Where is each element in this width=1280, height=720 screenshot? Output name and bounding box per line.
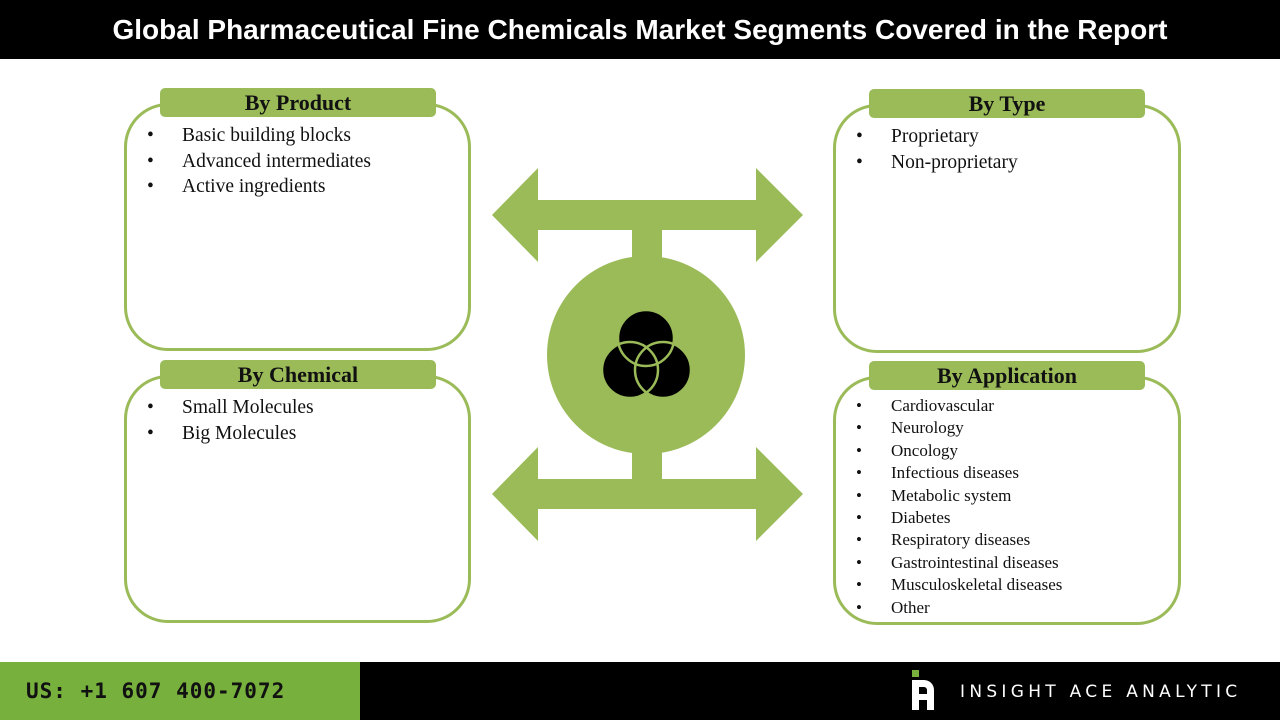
center-hub-graphic: [492, 168, 803, 541]
bullet-icon: •: [856, 597, 862, 617]
list-item: •Active ingredients: [147, 174, 457, 200]
phone-number: US: +1 607 400-7072: [26, 679, 286, 703]
bullet-icon: •: [856, 418, 862, 438]
bullet-icon: •: [856, 575, 862, 595]
list-item: •Cardiovascular: [856, 395, 1166, 417]
segment-box-type: [833, 104, 1181, 353]
bullet-icon: •: [856, 485, 862, 505]
list-item: •Respiratory diseases: [856, 529, 1166, 551]
list-item: •Infectious diseases: [856, 462, 1166, 484]
segment-box-application: [833, 376, 1181, 625]
bullet-icon: •: [856, 151, 863, 173]
bullet-icon: •: [147, 397, 154, 418]
bullet-icon: •: [147, 125, 154, 146]
segment-list-chemical: •Small Molecules •Big Molecules: [147, 395, 457, 446]
brand-bar: INSIGHT ACE ANALYTIC: [360, 662, 1280, 720]
segment-header-application: By Application: [869, 361, 1145, 390]
bullet-icon: •: [856, 508, 862, 528]
bullet-icon: •: [147, 422, 154, 444]
list-item: •Musculoskeletal diseases: [856, 574, 1166, 596]
list-item: •Other: [856, 597, 1166, 619]
bullet-icon: •: [856, 440, 862, 460]
bullet-icon: •: [856, 530, 862, 550]
bullet-icon: •: [147, 150, 154, 172]
list-item: •Oncology: [856, 440, 1166, 462]
venn-circles-icon: [600, 308, 693, 400]
segment-header-type: By Type: [869, 89, 1145, 118]
bullet-icon: •: [856, 396, 862, 415]
list-item: •Gastrointestinal diseases: [856, 552, 1166, 574]
list-item: •Non-proprietary: [856, 150, 1166, 176]
list-item: •Basic building blocks: [147, 123, 457, 149]
list-item: •Small Molecules: [147, 395, 457, 421]
list-item: •Metabolic system: [856, 485, 1166, 507]
segment-list-application: •Cardiovascular •Neurology •Oncology •In…: [856, 395, 1166, 619]
double-arrow-top-icon: [492, 168, 803, 262]
brand-name: INSIGHT ACE ANALYTIC: [960, 682, 1242, 702]
segment-header-chemical: By Chemical: [160, 360, 436, 389]
double-arrow-bottom-icon: [492, 447, 803, 541]
segment-list-type: •Proprietary •Non-proprietary: [856, 124, 1166, 175]
page-title: Global Pharmaceutical Fine Chemicals Mar…: [0, 0, 1280, 59]
list-item: •Big Molecules: [147, 421, 457, 447]
segment-header-product: By Product: [160, 88, 436, 117]
list-item: •Neurology: [856, 417, 1166, 439]
bullet-icon: •: [147, 176, 154, 197]
segment-box-chemical: [124, 375, 471, 623]
list-item: •Diabetes: [856, 507, 1166, 529]
contact-phone: US: +1 607 400-7072: [0, 662, 360, 720]
bullet-icon: •: [856, 126, 863, 147]
bullet-icon: •: [856, 552, 862, 572]
segment-list-product: •Basic building blocks •Advanced interme…: [147, 123, 457, 200]
list-item: •Proprietary: [856, 124, 1166, 150]
insight-ace-logo-icon: [912, 670, 934, 710]
list-item: •Advanced intermediates: [147, 149, 457, 175]
segment-box-product: [124, 103, 471, 351]
bullet-icon: •: [856, 463, 862, 483]
